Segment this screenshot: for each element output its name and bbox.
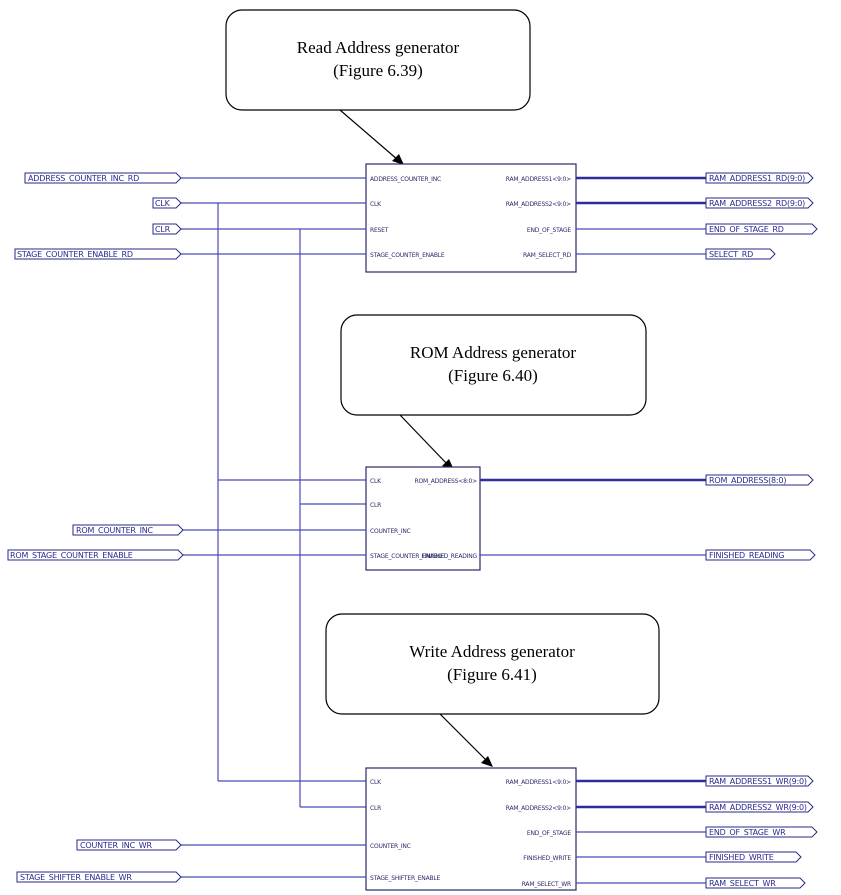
read-pin-end-of-stage: END_OF_STAGE bbox=[527, 227, 572, 234]
write-pin-ram-address2: RAM_ADDRESS2<9:0> bbox=[506, 805, 571, 812]
rom-pin-counter-inc: COUNTER_INC bbox=[370, 528, 411, 535]
read-pin-clk: CLK bbox=[370, 201, 382, 208]
output-label-end-of-stage-wr: END_OF_STAGE_WR bbox=[709, 828, 786, 837]
output-label-finished-write: FINISHED_WRITE bbox=[709, 853, 774, 862]
callout-read-title: Read Address generator bbox=[297, 38, 460, 57]
read-pin-ram-select-rd: RAM_SELECT_RD bbox=[523, 252, 572, 259]
read-pin-ram-address2: RAM_ADDRESS2<9:0> bbox=[506, 201, 571, 208]
output-label-finished-reading: FINISHED_READING bbox=[709, 551, 784, 560]
output-label-ram-address1-rd: RAM_ADDRESS1_RD(9:0) bbox=[709, 174, 805, 183]
output-port-end-of-stage-wr: END_OF_STAGE_WR bbox=[705, 826, 818, 838]
input-label-address-counter-inc-rd: ADDRESS_COUNTER_INC_RD bbox=[28, 174, 139, 183]
output-label-ram-address1-wr: RAM_ADDRESS1_WR(9:0) bbox=[709, 777, 807, 786]
rom-block-body bbox=[365, 466, 481, 571]
output-port-ram-select-wr: RAM_SELECT_WR bbox=[705, 877, 806, 889]
input-port-stage-shifter-enable-wr: STAGE_SHIFTER_ENABLE_WR bbox=[16, 871, 182, 883]
write-pin-clk: CLK bbox=[370, 779, 382, 786]
callout-rom-figure-ref: (Figure 6.40) bbox=[448, 366, 538, 385]
output-label-select-rd: SELECT_RD bbox=[709, 250, 753, 259]
rom-pin-rom-address: ROM_ADDRESS<8:0> bbox=[414, 478, 477, 485]
callout-read-figure-ref: (Figure 6.39) bbox=[333, 61, 423, 80]
callout-write-title: Write Address generator bbox=[409, 642, 575, 661]
output-port-ram-address2-rd: RAM_ADDRESS2_RD(9:0) bbox=[705, 197, 814, 209]
output-port-finished-reading: FINISHED_READING bbox=[705, 549, 816, 561]
write-pin-end-of-stage: END_OF_STAGE bbox=[527, 830, 572, 837]
output-port-ram-address1-wr: RAM_ADDRESS1_WR(9:0) bbox=[705, 775, 814, 787]
read-pin-stage-counter-enable: STAGE_COUNTER_ENABLE bbox=[370, 252, 445, 259]
callout-rom-arrow bbox=[399, 414, 449, 466]
write-pin-ram-select-wr: RAM_SELECT_WR bbox=[522, 881, 571, 888]
output-label-ram-address2-rd: RAM_ADDRESS2_RD(9:0) bbox=[709, 199, 805, 208]
write-block-body bbox=[365, 767, 577, 891]
output-port-ram-address2-wr: RAM_ADDRESS2_WR(9:0) bbox=[705, 801, 814, 813]
rom-address-generator: CLK CLR COUNTER_INC STAGE_COUNTER_ENABLE… bbox=[182, 466, 706, 571]
write-pin-ram-address1: RAM_ADDRESS1<9:0> bbox=[506, 779, 571, 786]
input-port-clr: CLR bbox=[152, 223, 182, 235]
callout-rom-address-generator: ROM Address generator (Figure 6.40) bbox=[340, 314, 647, 470]
output-label-rom-address: ROM_ADDRESS(8:0) bbox=[709, 476, 786, 485]
rom-pin-stage-counter-enable: STAGE_COUNTER_ENABLE bbox=[370, 553, 445, 560]
input-label-stage-shifter-enable-wr: STAGE_SHIFTER_ENABLE_WR bbox=[20, 873, 132, 882]
output-port-select-rd: SELECT_RD bbox=[705, 248, 776, 260]
callout-write-arrow bbox=[439, 713, 488, 762]
input-label-stage-counter-enable-rd: STAGE_COUNTER_ENABLE_RD bbox=[17, 250, 133, 259]
write-pin-clr: CLR bbox=[370, 805, 381, 812]
output-label-ram-address2-wr: RAM_ADDRESS2_WR(9:0) bbox=[709, 803, 807, 812]
write-pin-finished-write: FINISHED_WRITE bbox=[523, 855, 571, 862]
output-label-end-of-stage-rd: END_OF_STAGE_RD bbox=[709, 225, 784, 234]
callout-write-figure-ref: (Figure 6.41) bbox=[447, 665, 537, 684]
read-block-body bbox=[365, 163, 577, 273]
input-port-clk: CLK bbox=[152, 197, 182, 209]
write-address-generator: CLK CLR COUNTER_INC STAGE_SHIFTER_ENABLE… bbox=[180, 767, 706, 891]
output-port-end-of-stage-rd: END_OF_STAGE_RD bbox=[705, 223, 818, 235]
input-label-clk: CLK bbox=[155, 199, 171, 208]
input-ports: ADDRESS_COUNTER_INC_RD CLK CLR STAGE_COU… bbox=[7, 172, 184, 883]
input-label-clr: CLR bbox=[155, 225, 171, 234]
callout-write-arrowhead bbox=[481, 756, 493, 767]
input-label-rom-counter-inc: ROM_COUNTER_INC bbox=[76, 526, 154, 535]
callout-read-arrowhead bbox=[392, 154, 404, 165]
callout-rom-title: ROM Address generator bbox=[410, 343, 577, 362]
input-port-rom-stage-counter-enable: ROM_STAGE_COUNTER_ENABLE bbox=[7, 549, 184, 561]
input-label-rom-stage-counter-enable: ROM_STAGE_COUNTER_ENABLE bbox=[10, 551, 133, 560]
clock-clear-routing bbox=[217, 203, 366, 808]
output-port-ram-address1-rd: RAM_ADDRESS1_RD(9:0) bbox=[705, 172, 814, 184]
input-port-stage-counter-enable-rd: STAGE_COUNTER_ENABLE_RD bbox=[14, 248, 182, 260]
read-pin-ram-address1: RAM_ADDRESS1<9:0> bbox=[506, 176, 571, 183]
rom-pin-finished-reading: FINISHED_READING bbox=[421, 553, 477, 560]
write-pin-stage-shifter-enable: STAGE_SHIFTER_ENABLE bbox=[370, 875, 441, 882]
callout-write-address-generator: Write Address generator (Figure 6.41) bbox=[325, 613, 660, 767]
input-label-counter-inc-wr: COUNTER_INC_WR bbox=[80, 841, 152, 850]
output-ports: RAM_ADDRESS1_RD(9:0) RAM_ADDRESS2_RD(9:0… bbox=[705, 172, 818, 889]
output-port-finished-write: FINISHED_WRITE bbox=[705, 851, 802, 863]
read-address-generator: ADDRESS_COUNTER_INC CLK RESET STAGE_COUN… bbox=[180, 163, 706, 273]
callout-read-arrow bbox=[339, 109, 399, 161]
callout-read-address-generator: Read Address generator (Figure 6.39) bbox=[225, 9, 531, 165]
rom-pin-clk: CLK bbox=[370, 478, 382, 485]
write-pin-counter-inc: COUNTER_INC bbox=[370, 843, 411, 850]
output-label-ram-select-wr: RAM_SELECT_WR bbox=[709, 879, 776, 888]
input-port-address-counter-inc-rd: ADDRESS_COUNTER_INC_RD bbox=[24, 172, 182, 184]
input-port-counter-inc-wr: COUNTER_INC_WR bbox=[76, 839, 182, 851]
input-port-rom-counter-inc: ROM_COUNTER_INC bbox=[72, 524, 184, 536]
output-port-rom-address: ROM_ADDRESS(8:0) bbox=[705, 474, 814, 486]
rom-pin-clr: CLR bbox=[370, 502, 381, 509]
read-pin-address-counter-inc: ADDRESS_COUNTER_INC bbox=[370, 176, 441, 183]
read-pin-reset: RESET bbox=[370, 227, 389, 234]
